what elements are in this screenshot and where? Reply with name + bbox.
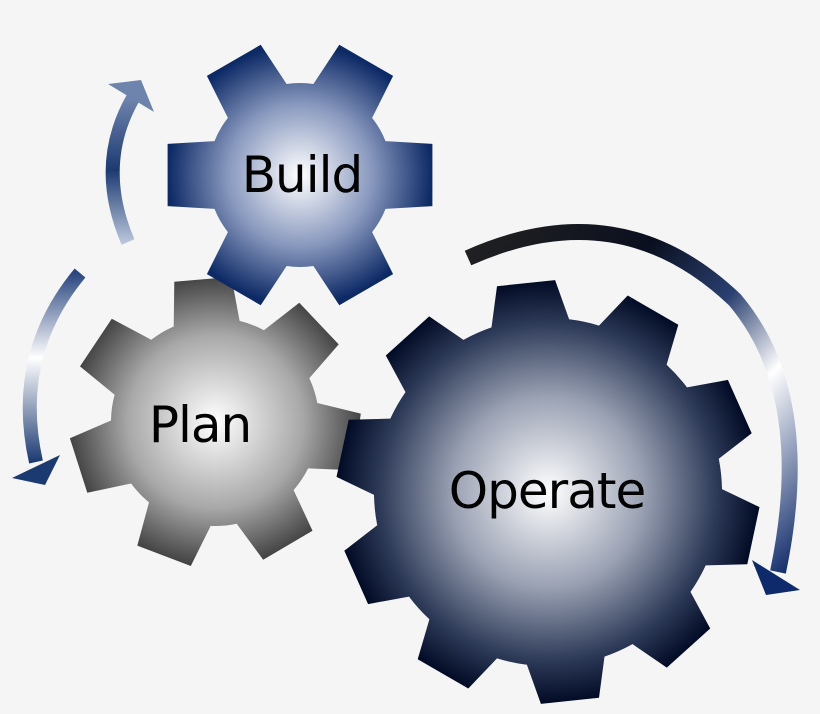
gear-plan: Plan (69, 276, 361, 566)
arrow-up-icon (105, 80, 154, 245)
gear-build-label: Build (242, 146, 363, 204)
arrow-clockwise-icon (464, 224, 800, 595)
gear-operate-icon (336, 280, 760, 704)
gear-operate: Operate (336, 280, 760, 704)
arrow-down-icon (12, 268, 86, 485)
gear-build: Build (167, 44, 433, 306)
gear-build-icon (167, 44, 433, 306)
gear-plan-icon (69, 276, 361, 566)
cycle-arrows (12, 80, 800, 595)
gear-operate-label: Operate (449, 462, 645, 520)
gear-plan-label: Plan (149, 396, 251, 454)
